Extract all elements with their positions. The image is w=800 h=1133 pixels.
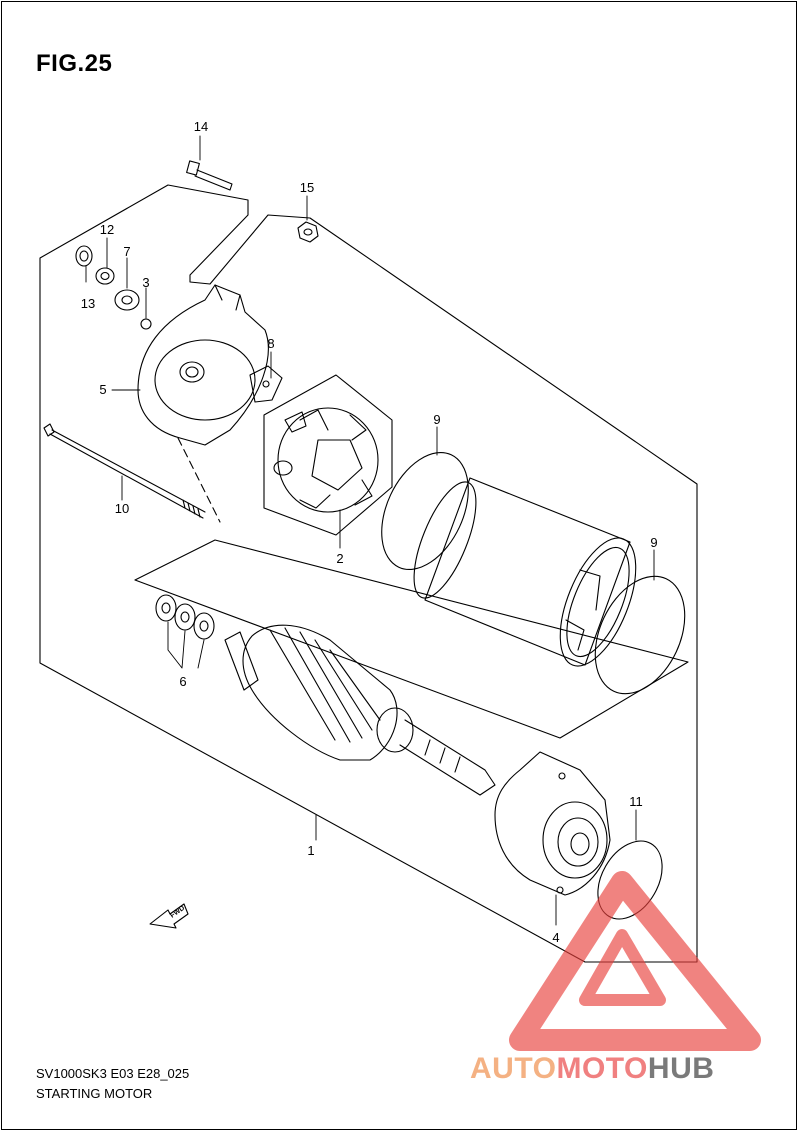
callout-label: 9 (650, 535, 657, 550)
oring-part-3 (140, 318, 152, 330)
armature-group-outline (134, 539, 689, 739)
bushing-part-7 (114, 289, 140, 311)
callout-label: 13 (81, 296, 95, 311)
callout-label: 9 (433, 412, 440, 427)
callout-numbers: 1 2 3 4 5 6 7 8 9 9 10 11 12 13 14 15 (81, 119, 658, 945)
callout-leaders (85, 135, 655, 926)
brush-holder-part-2 (273, 407, 379, 513)
callout-label: 5 (99, 382, 106, 397)
brush-plate-box (263, 374, 393, 536)
yoke-housing (413, 477, 637, 667)
fwd-arrow-icon (149, 903, 189, 929)
callout-label: 14 (194, 119, 208, 134)
watermark-text: AUTOMOTOHUB (470, 1052, 714, 1086)
diagram-caption: STARTING MOTOR (36, 1086, 153, 1101)
callout-label: 10 (115, 501, 129, 516)
callout-label: 15 (300, 180, 314, 195)
callout-label: 2 (336, 551, 343, 566)
bolt-leader (177, 437, 221, 523)
plate-part-8 (249, 365, 283, 403)
watermark-moto: MOTO (556, 1052, 648, 1085)
nut-part-15 (297, 221, 319, 243)
cap-part-13 (75, 245, 93, 267)
callout-label: 1 (307, 843, 314, 858)
model-code: SV1000SK3 E03 E28_025 (36, 1066, 190, 1081)
drive-end-housing-part-4 (494, 751, 611, 896)
armature-part-1 (224, 624, 496, 796)
end-cover-part-5 (137, 284, 269, 446)
bolt-part-14 (186, 160, 233, 191)
callout-label: 7 (123, 244, 130, 259)
washers-part-6 (155, 594, 215, 640)
watermark-logo-icon (509, 871, 761, 1051)
figure-title: FIG.25 (36, 50, 113, 77)
oring-part-9-right (594, 575, 686, 695)
callout-label: 6 (179, 674, 186, 689)
callout-label: 4 (552, 930, 559, 945)
washer-part-12 (95, 267, 115, 285)
callout-label: 8 (267, 336, 274, 351)
callout-label: 12 (100, 222, 114, 237)
watermark-auto: AUTO (470, 1052, 557, 1085)
oring-part-9-left (381, 452, 469, 570)
callout-label: 3 (142, 275, 149, 290)
watermark-hub: HUB (647, 1052, 715, 1085)
callout-label: 11 (629, 794, 643, 809)
through-bolt-part-10 (43, 423, 206, 519)
